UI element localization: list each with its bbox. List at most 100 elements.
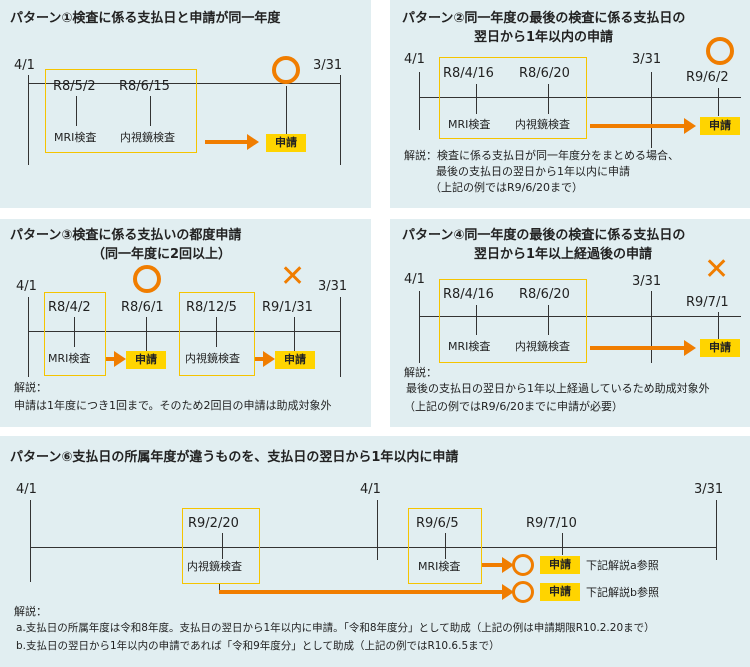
p3-end-date: 3/31 (318, 279, 348, 294)
p2-arrow (590, 124, 686, 128)
p2-note-1: 解説：検査に係る支払日が同一年度分をまとめる場合、 (404, 149, 679, 162)
p5-note-2: a.支払日の所属年度は令和8年度。支払日の翌日から1年以内に申請。「令和8年度分… (16, 622, 655, 634)
p4-exam-1: MRI検査 (448, 340, 491, 353)
p1-apply-mark (286, 86, 287, 134)
p3-exam-box-1 (44, 292, 106, 376)
p2-timeline (419, 97, 741, 98)
p5-mid-tick (377, 500, 378, 560)
p1-exam-box (45, 69, 197, 153)
p3-mark-1 (74, 317, 75, 347)
pattern-4-title-line1: パターン④同一年度の最後の検査に係る支払日の (402, 228, 686, 243)
p2-note-2: 最後の支払日の翌日から1年以内に申請 (436, 165, 630, 178)
p4-note-2: 最後の支払日の翌日から1年以上経過しているため助成対象外 (406, 382, 710, 395)
p3-exam-box-2 (179, 292, 255, 376)
ok-circle-icon (706, 37, 734, 65)
pattern-3-title-line2: （同一年度に2回以上） (92, 247, 232, 262)
p5-start-date: 4/1 (16, 482, 37, 497)
p4-apply-mark (718, 312, 719, 342)
p4-mark-1 (476, 305, 477, 335)
p2-date-1: R8/4/16 (443, 66, 494, 81)
p3-note-2: 申請は1年度につき1回まで。そのため2回目の申請は助成対象外 (14, 399, 332, 412)
p3-note-1: 解説： (14, 381, 47, 394)
p3-apply-badge-2: 申請 (275, 351, 315, 369)
p4-end-date: 3/31 (632, 274, 662, 289)
p2-start-tick (419, 72, 420, 130)
p5-ref-b: 下記解説b参照 (586, 586, 659, 599)
p5-exam-2: MRI検査 (418, 560, 461, 573)
pattern-2-title-line2: 翌日から1年以内の申請 (474, 30, 614, 45)
p3-mark-4 (294, 317, 295, 351)
panel-pattern-4 (390, 219, 750, 427)
p4-end-tick (651, 291, 652, 363)
p5-note-1: 解説： (14, 605, 47, 618)
p3-arrow-1 (106, 357, 116, 361)
p4-exam-box (439, 279, 587, 363)
p3-start-tick (28, 297, 29, 377)
p5-exam-1: 内視鏡検査 (187, 560, 242, 573)
p5-apply-badge-a: 申請 (540, 556, 580, 574)
p4-note-3: （上記の例ではR9/6/20までに申請が必要） (404, 400, 624, 413)
pattern-1-title: パターン①検査に係る支払日と申請が同一年度 (10, 11, 281, 26)
panel-pattern-1 (0, 0, 371, 208)
p5-end-tick (716, 500, 717, 560)
p3-arrowhead-1 (114, 351, 126, 367)
p4-date-3: R9/7/1 (686, 295, 729, 310)
p4-apply-badge: 申請 (700, 339, 740, 357)
panel-pattern-6 (0, 436, 750, 667)
p5-connector (219, 584, 220, 594)
p2-date-2: R8/6/20 (519, 66, 570, 81)
p4-date-2: R8/6/20 (519, 287, 570, 302)
p3-arrow-2 (255, 357, 265, 361)
p5-end-date: 3/31 (694, 482, 724, 497)
p3-date-2: R8/6/1 (121, 300, 164, 315)
p4-exam-2: 内視鏡検査 (515, 340, 570, 353)
p2-arrowhead (684, 118, 696, 134)
p3-timeline (28, 331, 340, 332)
p3-mark-3 (216, 317, 217, 347)
p1-end-date: 3/31 (313, 58, 343, 73)
p1-date-2: R8/6/15 (119, 79, 170, 94)
p5-mark-1 (222, 533, 223, 559)
ok-circle-icon (133, 265, 161, 293)
p5-note-3: b.支払日の翌日から1年以内の申請であれば「令和9年度分」として助成（上記の例で… (16, 640, 500, 652)
p5-mark-2 (445, 533, 446, 559)
p1-exam-2: 内視鏡検査 (120, 131, 175, 144)
p2-mark-2 (548, 84, 549, 114)
p5-apply-badge-b: 申請 (540, 583, 580, 601)
p2-start-date: 4/1 (404, 52, 425, 67)
p1-start-date: 4/1 (14, 58, 35, 73)
p3-arrowhead-2 (263, 351, 275, 367)
p3-end-tick (340, 297, 341, 377)
p3-apply-badge-1: 申請 (126, 351, 166, 369)
p4-start-date: 4/1 (404, 272, 425, 287)
p3-exam-2: 内視鏡検査 (185, 352, 240, 365)
p2-note-3: （上記の例ではR9/6/20まで） (430, 181, 584, 194)
p1-end-tick (340, 75, 341, 165)
p5-mid-date: 4/1 (360, 482, 381, 497)
p4-mark-2 (548, 305, 549, 335)
p2-mark-1 (476, 84, 477, 114)
p2-exam-1: MRI検査 (448, 118, 491, 131)
ok-circle-icon (272, 56, 300, 84)
p1-date-1: R8/5/2 (53, 79, 96, 94)
p1-start-tick (28, 75, 29, 165)
p5-exam-box-1 (182, 508, 260, 584)
p4-note-1: 解説： (404, 366, 437, 379)
ng-cross-icon: ✕ (704, 252, 730, 287)
p5-arrowhead-b (502, 584, 514, 600)
p2-apply-badge: 申請 (700, 117, 740, 135)
p3-date-3: R8/12/5 (186, 300, 237, 315)
p3-exam-1: MRI検査 (48, 352, 91, 365)
panel-pattern-3 (0, 219, 371, 427)
p5-mark-3 (562, 533, 563, 555)
p1-exam-1: MRI検査 (54, 131, 97, 144)
ok-circle-icon (512, 581, 534, 603)
p1-mark-2 (150, 96, 151, 126)
p4-start-tick (419, 291, 420, 363)
p2-exam-2: 内視鏡検査 (515, 118, 570, 131)
p1-arrowhead (247, 134, 259, 150)
panel-pattern-2 (390, 0, 750, 208)
p5-start-tick (30, 500, 31, 582)
p1-mark-1 (76, 96, 77, 126)
p2-end-tick (651, 72, 652, 148)
